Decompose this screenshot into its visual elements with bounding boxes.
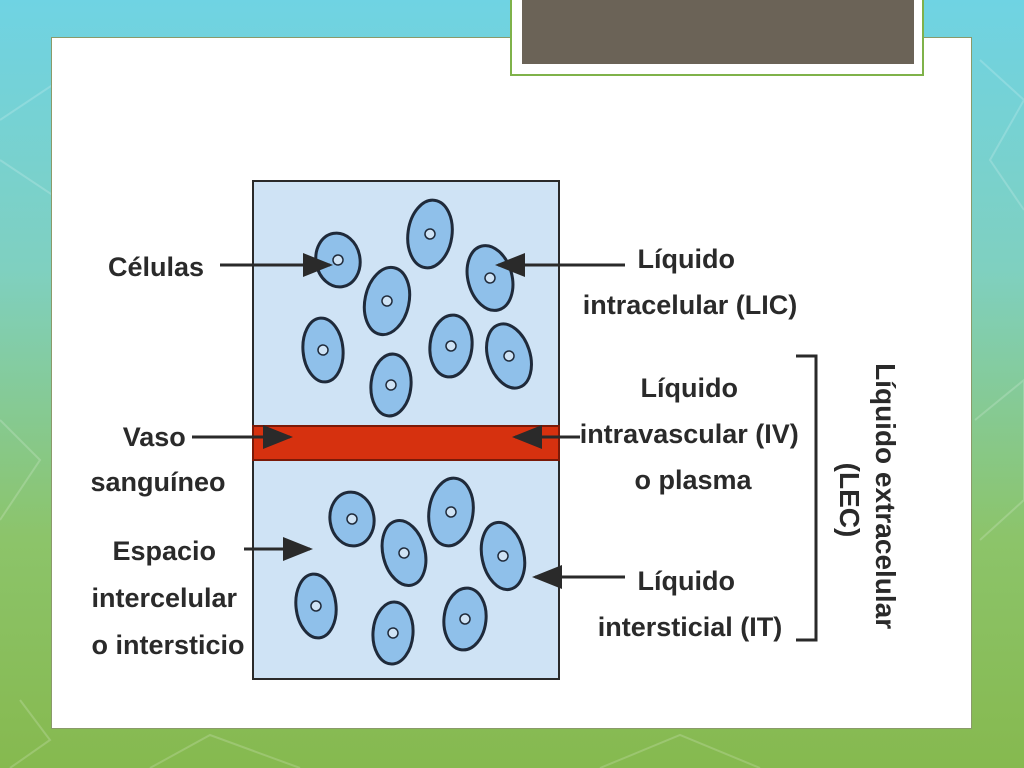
lec-bracket: [796, 354, 818, 642]
label-espacio-intercelular: Espacio intercelular o intersticio: [91, 536, 244, 660]
cell: [406, 198, 454, 270]
cell: [362, 265, 412, 337]
cell: [479, 520, 527, 592]
title-placeholder: [510, 0, 924, 76]
label-liquido-extracelular: Líquido extracelular (LEC): [834, 363, 901, 637]
cell: [380, 519, 428, 587]
cell: [442, 586, 488, 652]
cell: [428, 313, 474, 379]
label-liquido-intracelular: Líquido intracelular (LIC): [583, 244, 798, 320]
title-bar: [522, 0, 914, 64]
label-liquido-intravascular: Líquido intravascular (IV) o plasma: [580, 373, 807, 495]
cell: [301, 316, 345, 384]
cell: [369, 352, 413, 418]
cell: [294, 572, 338, 640]
label-celulas: Células: [108, 252, 204, 282]
label-vaso-sanguineo: Vaso sanguíneo: [90, 422, 225, 497]
cell: [485, 322, 533, 390]
lower-cells: [294, 476, 527, 666]
blood-vessel: [252, 425, 560, 461]
cell: [427, 476, 475, 548]
cell: [328, 490, 376, 548]
upper-cells: [301, 198, 533, 418]
label-liquido-intersticial: Líquido intersticial (IT): [598, 566, 783, 642]
cell: [371, 600, 415, 666]
pointer-arrows: [192, 253, 625, 589]
